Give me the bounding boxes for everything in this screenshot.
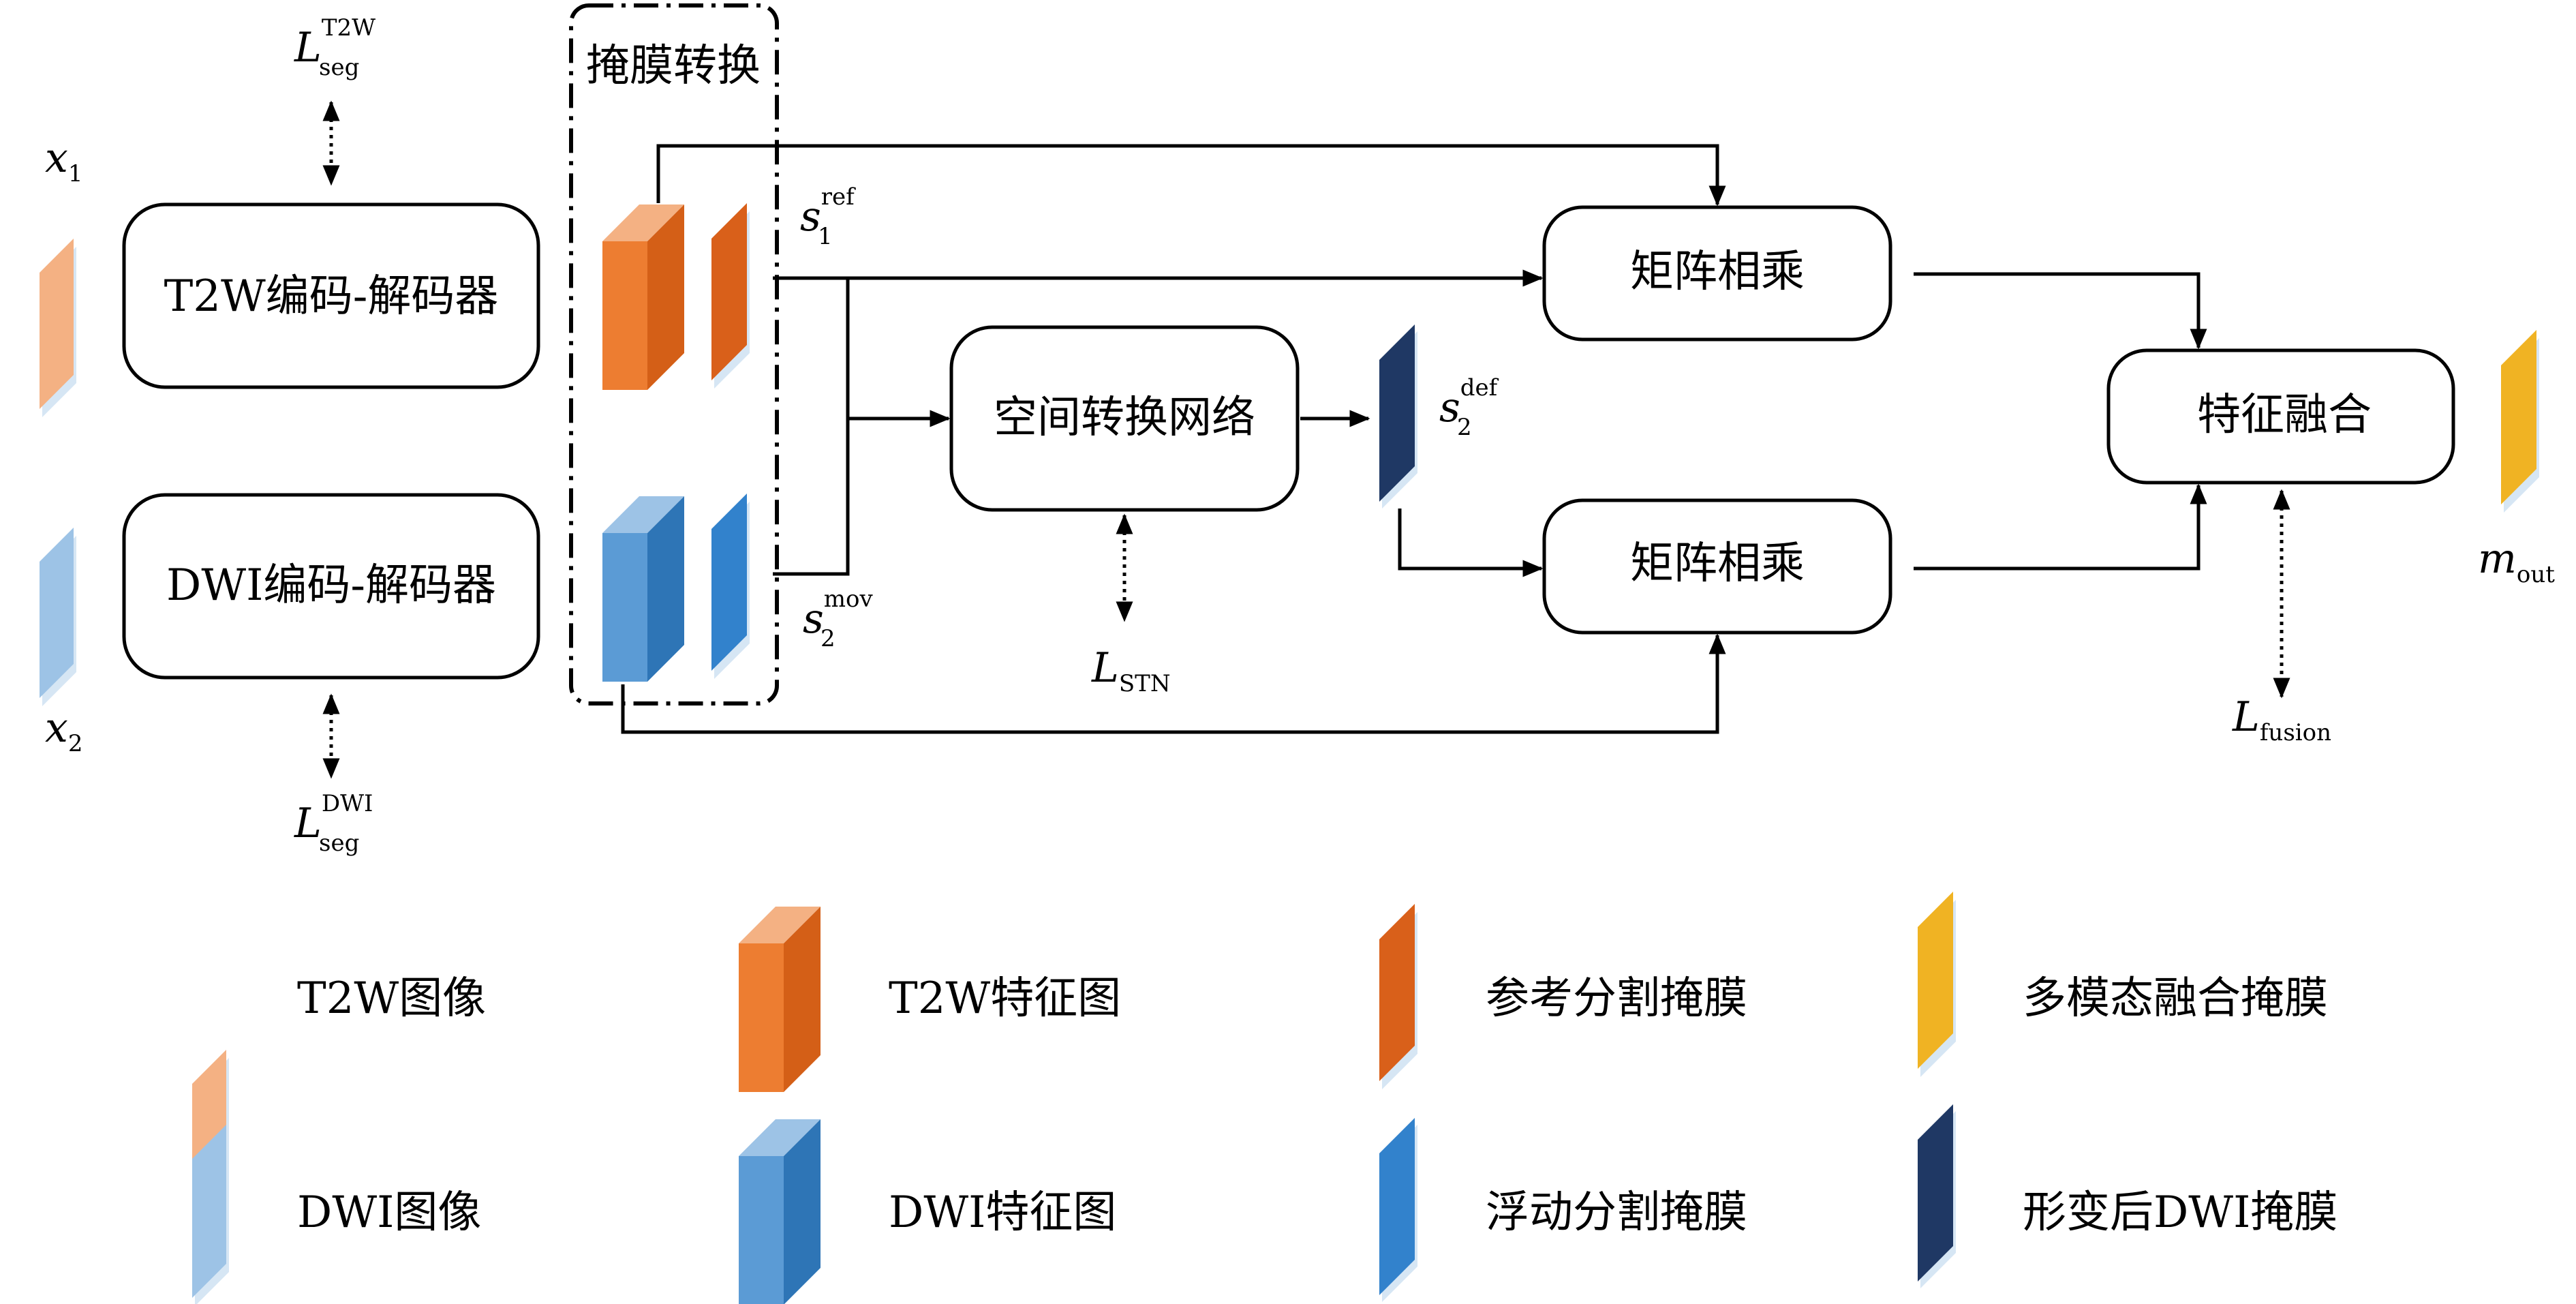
legend-item-mov-mask: 浮动分割掩膜 (1379, 1118, 1747, 1302)
ref-mask-slab (711, 203, 750, 389)
legend-item-dwi-feature: DWI特征图 (739, 1119, 1116, 1304)
x1-label: x1 (45, 134, 82, 187)
l-stn-label: LSTN (1091, 644, 1171, 697)
t2w-input-slab (40, 239, 76, 417)
l-fusion-label: Lfusion (2232, 693, 2331, 746)
mov-mask-slab (711, 494, 750, 679)
fusion-box: 特征融合 (2106, 348, 2455, 485)
dwi-input-slab (40, 528, 76, 706)
legend-item-ref-mask: 参考分割掩膜 (1379, 904, 1747, 1089)
t2w-encoder-decoder-box: T2W编码-解码器 (122, 202, 540, 389)
legend-item-fused-mask: 多模态融合掩膜 (1918, 892, 2328, 1077)
legend-item-dwi-image: DWI图像 (192, 1125, 481, 1304)
def-mask-to-matmul-bottom-arrow (1398, 509, 1544, 577)
legend: T2W图像 T2W特征图 参考分割掩膜 多模态融合掩膜 DWI图像 (192, 892, 2337, 1304)
matmul-top-to-fusion-arrow (1914, 272, 2207, 350)
t2w-encoder-label: T2W编码-解码器 (164, 271, 499, 322)
svg-text:多模态融合掩膜: 多模态融合掩膜 (2023, 973, 2328, 1024)
matmul-top-box: 矩阵相乘 (1542, 205, 1892, 342)
svg-text:T2W图像: T2W图像 (297, 973, 486, 1024)
legend-item-def-mask: 形变后DWI掩膜 (1918, 1104, 2337, 1288)
ref-mask-branch-to-stn (773, 278, 850, 576)
legend-item-t2w-feature: T2W特征图 (739, 907, 1121, 1092)
t2w-feature-to-matmul-top-arrow (656, 144, 1726, 207)
m-out-label: mout (2478, 535, 2555, 588)
svg-text:浮动分割掩膜: 浮动分割掩膜 (1486, 1187, 1747, 1238)
mask-transform-label: 掩膜转换 (586, 41, 761, 91)
dwi-feature-to-matmul-bottom-arrow (621, 633, 1726, 734)
svg-text:形变后DWI掩膜: 形变后DWI掩膜 (2023, 1187, 2337, 1238)
def-mask-slab (1379, 324, 1417, 509)
svg-text:T2W特征图: T2W特征图 (889, 973, 1121, 1024)
x2-label: x2 (45, 704, 82, 757)
matmul-bottom-label: 矩阵相乘 (1630, 539, 1805, 589)
stn-box: 空间转换网络 (949, 325, 1300, 512)
svg-text:DWI图像: DWI图像 (297, 1187, 481, 1238)
mask-transform-group (569, 3, 779, 706)
matmul-top-label: 矩阵相乘 (1630, 247, 1805, 297)
fused-output-slab (2501, 330, 2539, 513)
svg-text:DWI特征图: DWI特征图 (889, 1187, 1116, 1238)
matmul-bottom-box: 矩阵相乘 (1542, 498, 1892, 635)
t2w-feature-cube (602, 204, 684, 390)
matmul-bottom-to-fusion-arrow (1914, 483, 2207, 571)
svg-text:参考分割掩膜: 参考分割掩膜 (1486, 973, 1747, 1024)
dwi-encoder-label: DWI编码-解码器 (166, 560, 496, 611)
dwi-encoder-decoder-box: DWI编码-解码器 (122, 493, 540, 680)
dwi-feature-cube (602, 496, 684, 682)
stn-label: 空间转换网络 (994, 393, 1255, 443)
fusion-label: 特征融合 (2197, 390, 2372, 440)
